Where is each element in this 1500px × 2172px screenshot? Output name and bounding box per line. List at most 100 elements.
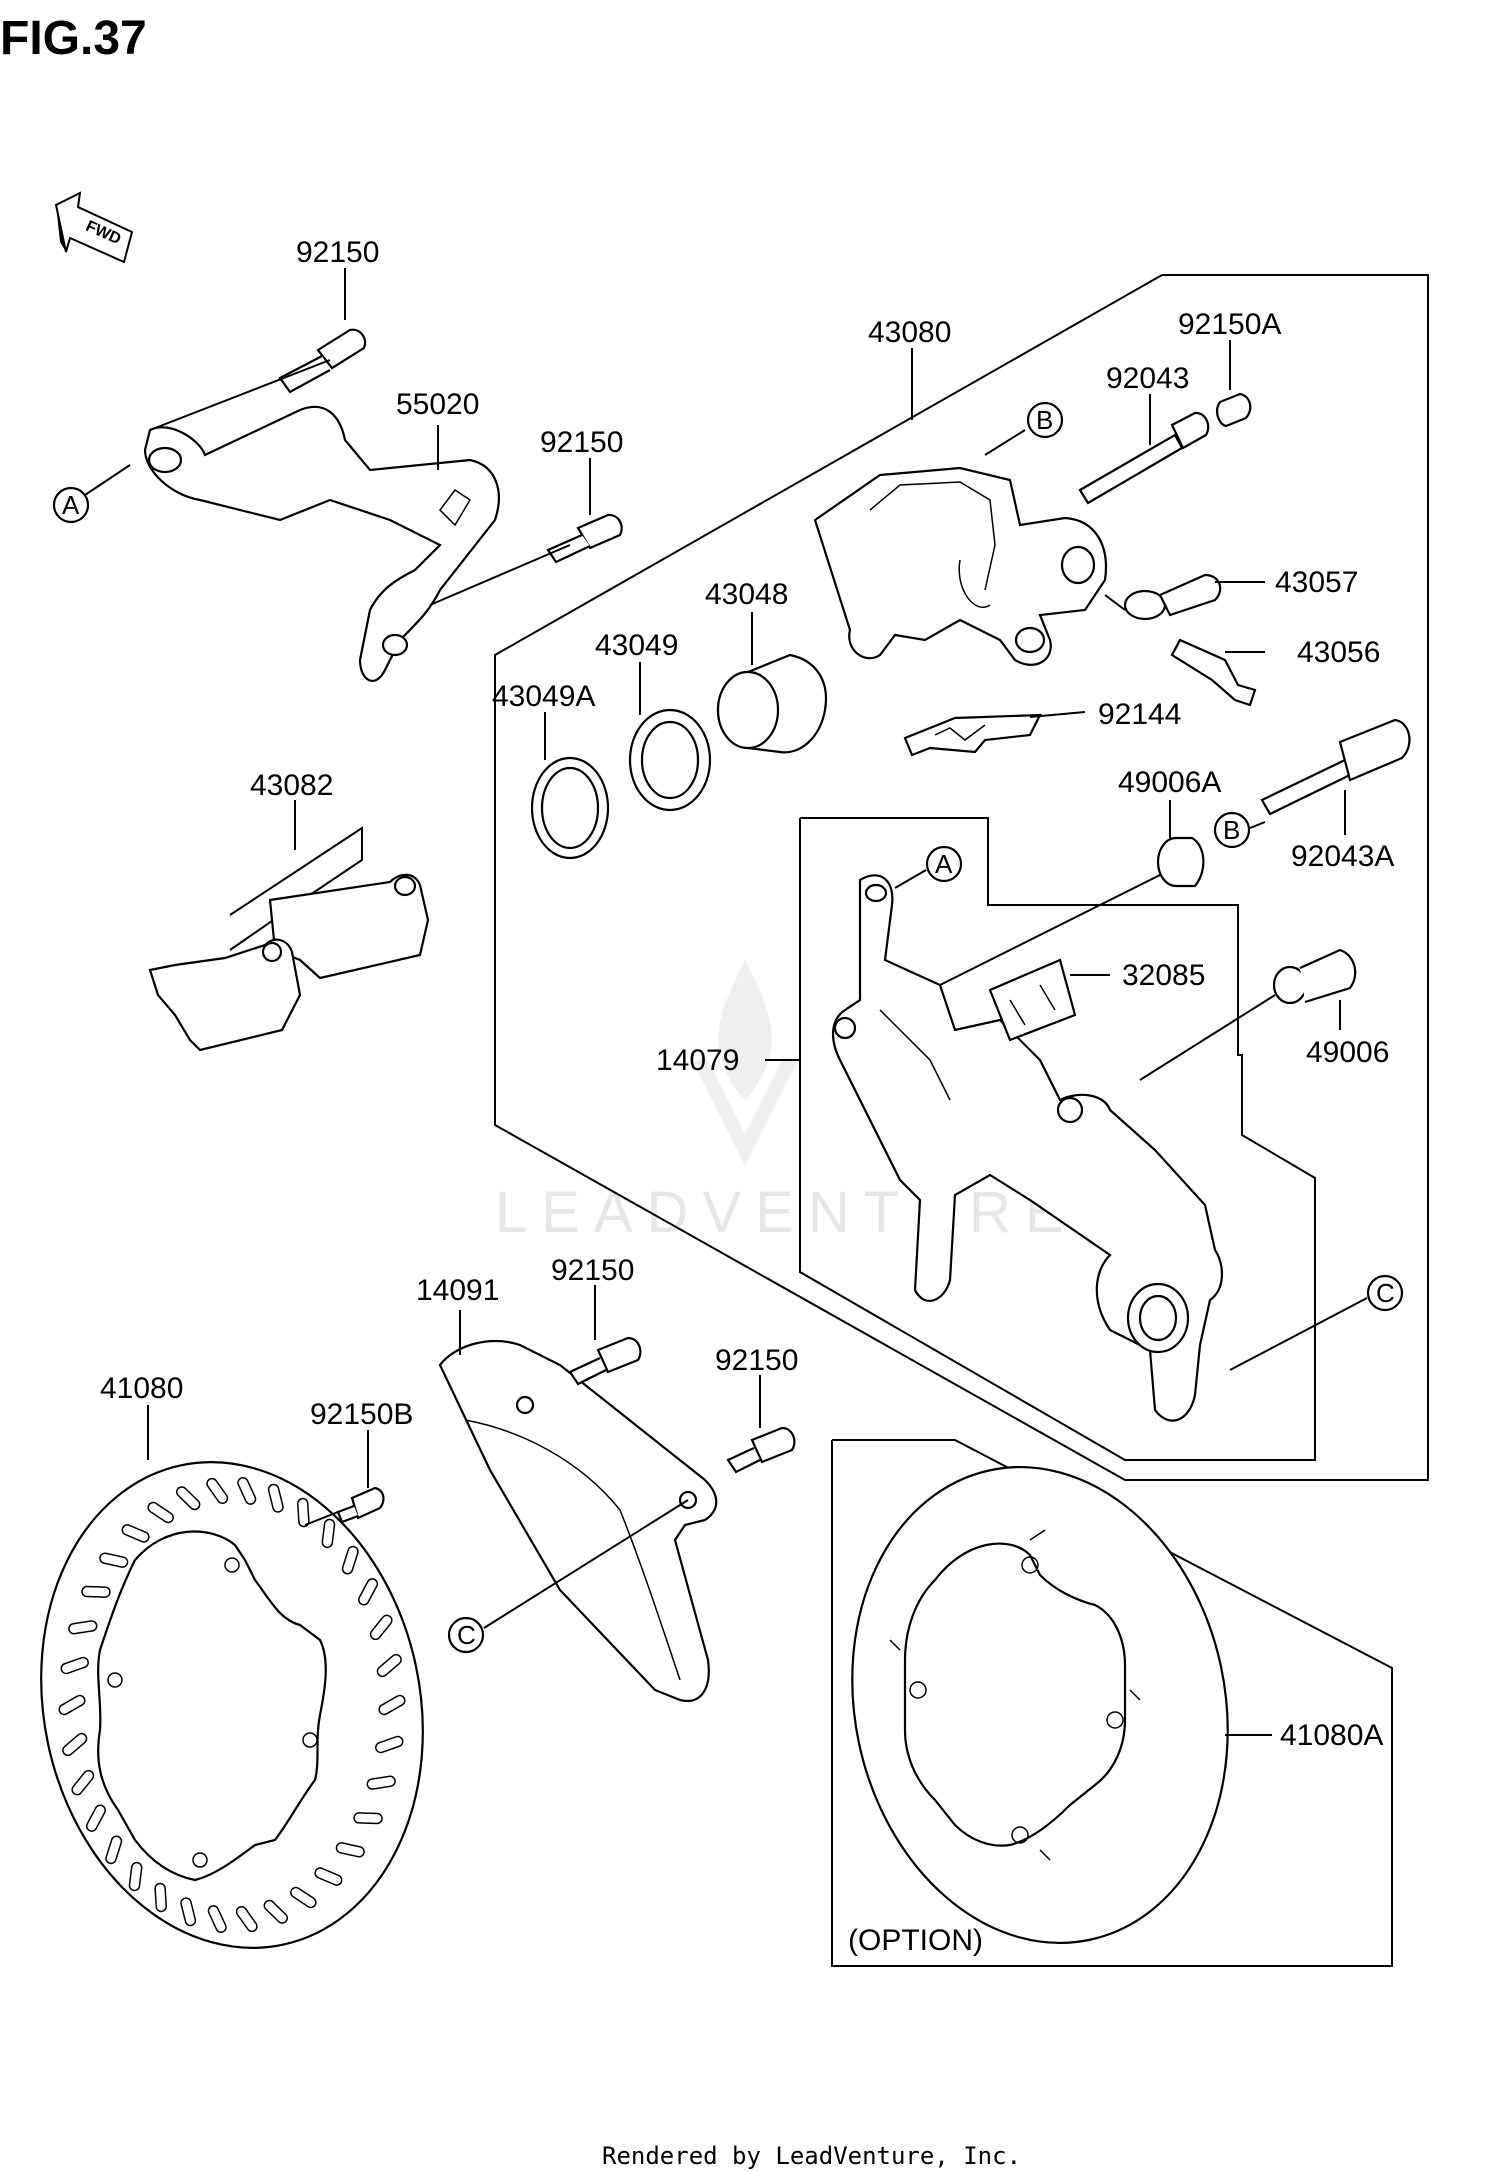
disc-slot (290, 1886, 317, 1909)
part-label-49006A: 49006A (1118, 766, 1221, 799)
watermark: LEADVENTURE (495, 960, 1078, 1245)
disc-slot (62, 1732, 88, 1757)
leader-49006-mount (1139, 994, 1276, 1081)
disc-slot (366, 1775, 396, 1790)
bleeder-cap-92150A (1216, 392, 1252, 428)
banjo-43057 (1123, 573, 1222, 621)
part-label-92043A: 92043A (1291, 840, 1394, 873)
disc-slot (263, 1899, 288, 1924)
disc-slot (105, 1835, 123, 1865)
fwd-arrow-icon: FWD (54, 191, 134, 264)
part-label-32085: 32085 (1122, 959, 1205, 992)
disc-slot (180, 1897, 197, 1927)
svg-text:A: A (935, 849, 953, 879)
disc-slot (68, 1620, 98, 1635)
brake-disc-41080A (851, 1466, 1229, 1944)
disc-slot (297, 1497, 310, 1528)
disc-slot (358, 1578, 379, 1606)
leader-92150B-bolt (304, 1511, 339, 1526)
disc-slot (99, 1552, 129, 1568)
bolt-92150-mid (546, 513, 623, 564)
footer-credit: Rendered by LeadVenture, Inc. (602, 2142, 1021, 2170)
part-label-43048: 43048 (705, 578, 788, 611)
piston-43048 (716, 653, 828, 754)
disc-slot (353, 1812, 383, 1825)
callout-B-caliper: B (1026, 401, 1064, 439)
svg-text:C: C (1376, 1278, 1395, 1308)
bleeder-43056 (1170, 638, 1257, 707)
part-label-92150-guard-lower: 92150 (715, 1344, 798, 1377)
caliper-assembly-outline (494, 274, 1429, 1481)
option-label: (OPTION) (848, 1924, 983, 1957)
disc-slot (154, 1882, 167, 1913)
svg-text:C: C (457, 1620, 476, 1650)
brake-pad-inner (148, 938, 302, 1052)
bolt-92150B (336, 1486, 385, 1524)
leader-92150-bolt-line (149, 359, 331, 431)
part-label-14079: 14079 (656, 1044, 739, 1077)
leader-A-bracket2 (894, 869, 927, 889)
boot-49006A (1156, 836, 1205, 888)
svg-text:B: B (1223, 815, 1240, 845)
disc-slot (128, 1861, 143, 1892)
leader-C-guard (483, 1499, 689, 1629)
disc-slot (378, 1694, 406, 1716)
disc-slot (85, 1804, 106, 1832)
disc-slot (267, 1483, 284, 1513)
disc-slot (60, 1656, 89, 1675)
svg-text:B: B (1036, 405, 1053, 435)
disc-slot (335, 1842, 365, 1858)
part-label-49006: 49006 (1306, 1036, 1389, 1069)
part-label-43049A: 43049A (492, 680, 595, 713)
disc-slot (375, 1735, 404, 1754)
disc-slot (321, 1518, 336, 1549)
disc-slots (58, 1476, 406, 1934)
part-label-43080: 43080 (868, 316, 951, 349)
disc-slot (176, 1486, 201, 1511)
bolt-92150-guard-upper (568, 1336, 642, 1386)
part-label-14091: 14091 (416, 1274, 499, 1307)
disc-slot (207, 1905, 227, 1934)
callout-B-pin: B (1213, 811, 1251, 849)
disc-slot (314, 1867, 343, 1886)
leader-B-pin (1249, 821, 1266, 829)
pad-spring-32085 (988, 958, 1077, 1042)
leader-A-bracket (84, 464, 131, 496)
part-label-92150B: 92150B (310, 1398, 413, 1431)
part-label-92150-guard-upper: 92150 (551, 1254, 634, 1287)
boot-49006 (1272, 948, 1357, 1005)
disc-guard-14091 (438, 1340, 718, 1703)
part-label-92144: 92144 (1098, 698, 1181, 731)
caliper-bracket-outline (799, 817, 1316, 1461)
brake-pedal-bracket (143, 405, 500, 682)
disc-slot (206, 1477, 229, 1505)
part-label-41080A: 41080A (1280, 1719, 1383, 1752)
disc-slot (341, 1545, 359, 1575)
seal-43049A (530, 756, 610, 860)
leader-92150-mid-bolt (429, 544, 571, 606)
leader-49006A-mount (929, 874, 1161, 991)
callout-A-bracket2: A (925, 845, 963, 883)
watermark-text: LEADVENTURE (495, 1180, 1078, 1245)
leader-92144 (1029, 711, 1086, 718)
part-label-55020: 55020 (396, 388, 479, 421)
part-label-92150-mid: 92150 (540, 426, 623, 459)
disc-slot (369, 1614, 393, 1641)
part-label-43056: 43056 (1297, 636, 1380, 669)
spring-92144 (903, 713, 1042, 757)
disc-slot (121, 1524, 150, 1543)
disc-slot (237, 1476, 257, 1505)
figure-title: FIG.37 (0, 12, 147, 65)
part-label-92150-top: 92150 (296, 236, 379, 269)
brake-pad-outer (268, 873, 430, 980)
disc-slot (71, 1769, 95, 1796)
option-box (831, 1439, 1393, 1967)
leader-B-caliper (984, 429, 1026, 456)
part-label-92150A: 92150A (1178, 308, 1281, 341)
disc-slot (235, 1905, 258, 1933)
disc-slot (376, 1653, 402, 1678)
brake-disc-41080 (40, 1461, 424, 1949)
callout-C-bracket: C (1366, 1274, 1404, 1312)
disc-slot (58, 1694, 86, 1716)
